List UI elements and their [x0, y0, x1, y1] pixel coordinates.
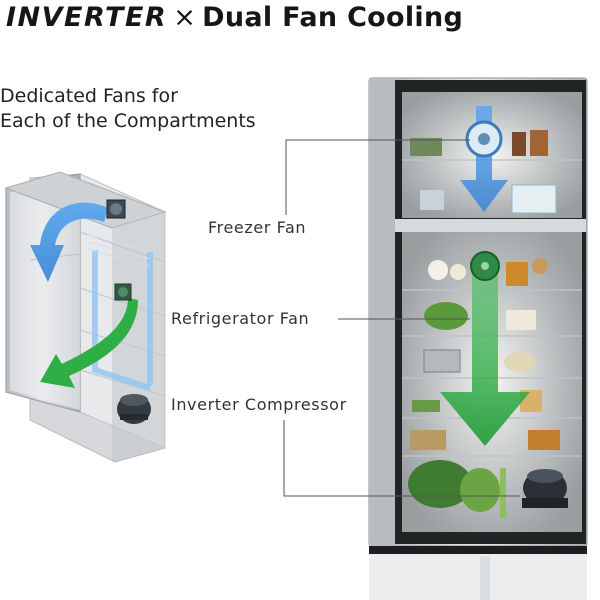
times-separator: ×	[173, 2, 197, 33]
freezer-flow-arrow	[460, 106, 508, 212]
subtitle-block: Dedicated Fans for Each of the Compartme…	[0, 84, 300, 134]
subtitle-line-1: Dedicated Fans for	[0, 85, 178, 107]
compressor-leader	[283, 420, 520, 497]
product-fridge	[368, 77, 588, 600]
fridge-fan-icon	[114, 283, 132, 301]
compressor-label: Inverter Compressor	[171, 395, 347, 414]
freezer-airflow-arrow	[30, 202, 108, 282]
freezer-fan-leader	[285, 139, 470, 215]
fridge-flow-arrow	[440, 262, 530, 446]
feature-title: Dual Fan Cooling	[202, 2, 464, 33]
fridge-airflow-arrow	[40, 298, 138, 388]
freezer-fan-icon	[106, 199, 126, 219]
brand-wordmark: INVERTER	[6, 2, 168, 33]
subtitle-line-2: Each of the Compartments	[0, 110, 256, 132]
schematic-compressor-icon	[117, 394, 151, 424]
freezer-fan-label: Freezer Fan	[208, 218, 307, 237]
product-fridge-fan-icon	[470, 251, 500, 281]
product-compressor-icon	[522, 469, 568, 508]
evaporator-panel	[87, 234, 151, 267]
schematic-fridge	[4, 171, 167, 463]
page-headline: INVERTER×Dual Fan Cooling	[6, 2, 463, 33]
callout-lines	[283, 139, 520, 497]
refrigerator-fan-label: Refrigerator Fan	[171, 309, 310, 328]
product-freezer-fan-icon	[465, 120, 503, 158]
